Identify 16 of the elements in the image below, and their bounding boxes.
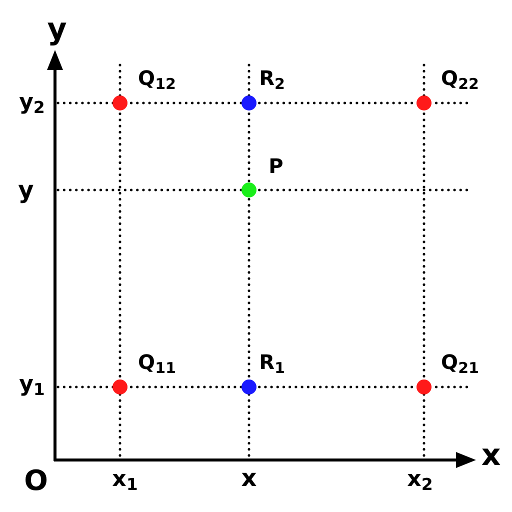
axis-label: x <box>481 441 501 471</box>
tick-label: y$_{1}$ <box>19 374 45 396</box>
point-label: R$_{1}$ <box>259 352 285 372</box>
point-label: R$_{2}$ <box>259 68 285 88</box>
point-label: Q$_{12}$ <box>138 68 176 88</box>
tick-label: x$_{1}$ <box>112 469 138 491</box>
tick-label: y$_{2}$ <box>19 92 45 114</box>
point-label: P <box>268 156 284 176</box>
point-label: Q$_{22}$ <box>441 68 479 88</box>
axis-label: y <box>47 15 67 45</box>
tick-label: y <box>18 178 34 202</box>
point-label: Q$_{21}$ <box>441 352 479 372</box>
tick-label: x <box>241 466 257 490</box>
point-label: Q$_{11}$ <box>138 352 176 372</box>
origin-label: O <box>24 467 48 495</box>
tick-label: x$_{2}$ <box>407 469 433 491</box>
